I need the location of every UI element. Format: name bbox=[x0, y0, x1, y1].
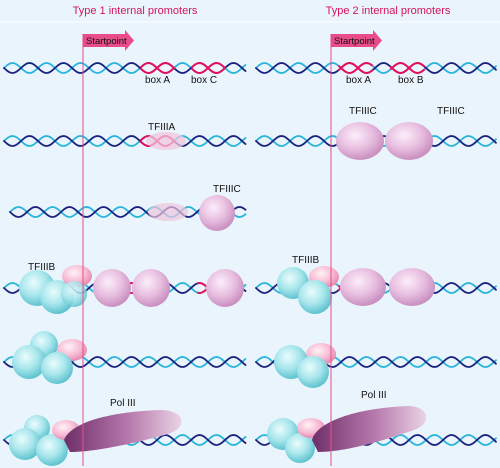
tfiiib-blob-right-r6b bbox=[285, 433, 315, 463]
tfiiib-left-row5 bbox=[12, 331, 87, 384]
pol3-blob-left bbox=[64, 410, 182, 452]
dna-strand-dark bbox=[255, 62, 497, 74]
tfiiib-right-row5 bbox=[274, 343, 336, 388]
assembly-left-row4 bbox=[19, 265, 244, 314]
tfiiib-blob-r6b bbox=[9, 428, 41, 460]
promoter-box-strand bbox=[338, 62, 373, 75]
tfiiib-label-right: TFIIIB bbox=[292, 255, 320, 266]
promoter-box-strand bbox=[191, 61, 226, 74]
tfiiib-blob-r5b bbox=[12, 345, 46, 379]
box-a-label-right: box A bbox=[346, 75, 371, 86]
tfiiib-blob-right-r5b bbox=[297, 356, 329, 388]
startpoint-label-left: Startpoint bbox=[86, 36, 127, 47]
title-type1: Type 1 internal promoters bbox=[73, 5, 198, 17]
box-b-label: box B bbox=[398, 75, 424, 86]
box-a-label-left: box A bbox=[145, 75, 170, 86]
tfiiic-label-right-a: TFIIIC bbox=[349, 106, 377, 117]
tfiiib-pink-blob bbox=[62, 265, 92, 287]
pol3-right-row6 bbox=[267, 406, 427, 463]
pol3-blob-right bbox=[312, 406, 427, 452]
tfiiib-blob-right-2 bbox=[298, 280, 332, 314]
pol3-label-left: Pol III bbox=[110, 398, 136, 409]
tfiiic-blob-right-b bbox=[385, 122, 433, 160]
startpoint-arrow-left: Startpoint bbox=[83, 30, 134, 51]
title-type2: Type 2 internal promoters bbox=[326, 5, 451, 17]
tfiiib-blob-3 bbox=[61, 281, 87, 307]
dna-strand-light bbox=[255, 62, 497, 74]
tfiiic-blob-c bbox=[206, 269, 244, 307]
tfiiia-blob-row3 bbox=[148, 203, 188, 221]
tfiiic-blob-b bbox=[93, 269, 131, 307]
startpoint-arrow-right: Startpoint bbox=[331, 30, 382, 51]
tfiiic-blob-row3 bbox=[199, 195, 235, 231]
tfiiic-blob-a bbox=[132, 269, 170, 307]
tfiiic-label-left: TFIIIC bbox=[213, 184, 241, 195]
assembly-right-row4 bbox=[277, 266, 435, 314]
box-c-label: box C bbox=[191, 75, 217, 86]
tfiiic-label-right-b: TFIIIC bbox=[437, 106, 465, 117]
tfiiib-blob-r6c bbox=[36, 434, 68, 466]
promoter-box-strand bbox=[140, 62, 175, 75]
tfiiic-blob-right-r4a bbox=[340, 268, 386, 306]
promoter-box-strand bbox=[390, 62, 425, 74]
pol3-label-right: Pol III bbox=[361, 390, 387, 401]
dna-layer bbox=[3, 61, 497, 446]
tfiiic-blob-right-r4b bbox=[389, 268, 435, 306]
tfiiia-label: TFIIIA bbox=[148, 122, 176, 133]
startpoint-label-right: Startpoint bbox=[334, 36, 375, 47]
tfiiic-blob-right-a bbox=[336, 122, 384, 160]
tfiiib-label-left: TFIIIB bbox=[28, 262, 56, 273]
pol3-left-row6 bbox=[9, 410, 182, 466]
promoter-box-strand bbox=[338, 61, 373, 74]
dna-strand-light bbox=[3, 135, 247, 147]
tfiiia-blob bbox=[146, 132, 186, 150]
dna-strand-dark bbox=[3, 135, 247, 147]
promoter-box-strand bbox=[390, 62, 425, 74]
tfiiib-blob-r5c bbox=[41, 352, 73, 384]
